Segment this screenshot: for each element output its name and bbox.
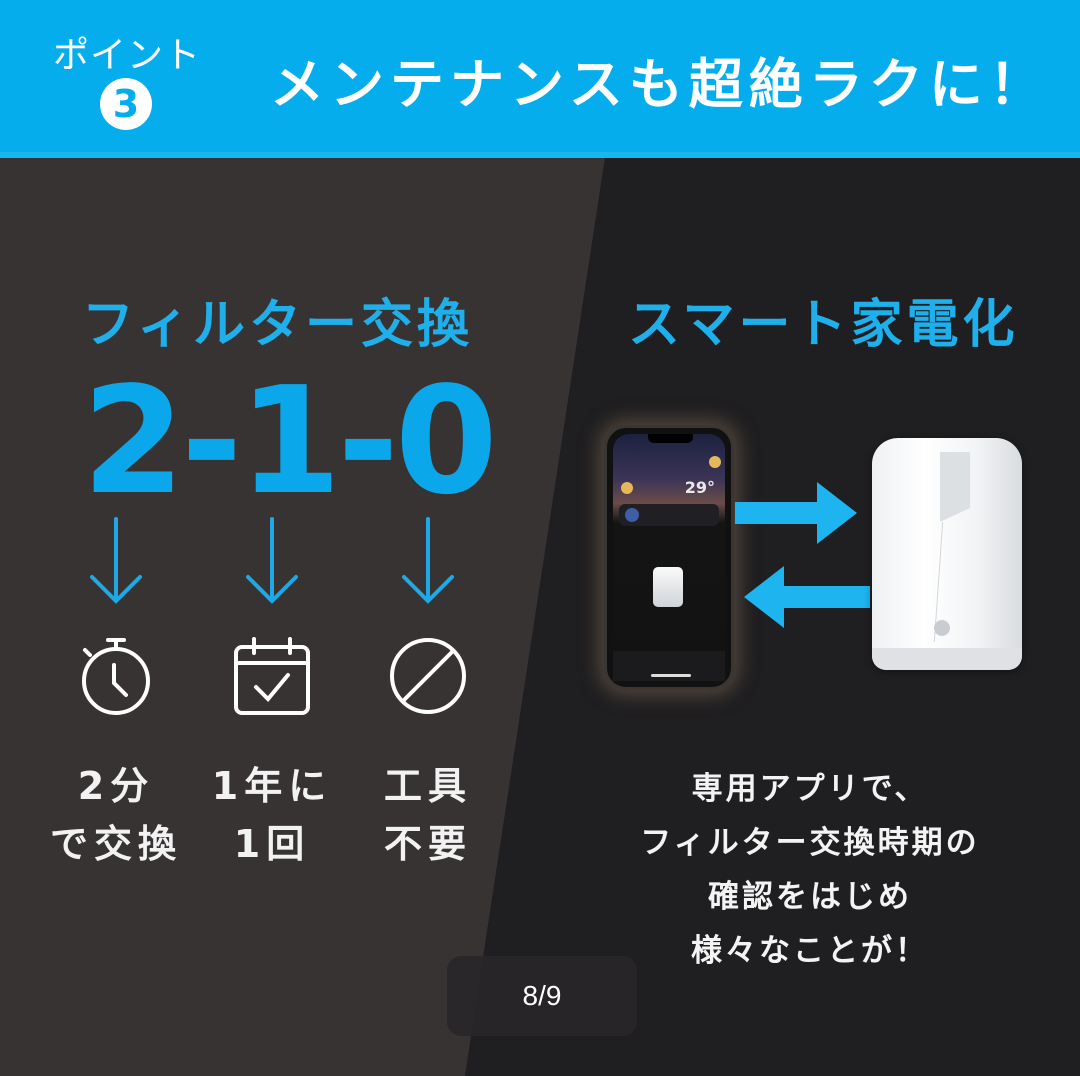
app-description: 専用アプリで、 フィルター交換時期の 確認をはじめ 様々なことが！ bbox=[640, 771, 980, 969]
app-tab-bar bbox=[613, 651, 725, 681]
arrow-right-icon bbox=[735, 482, 857, 544]
point-number-badge: 3 bbox=[100, 78, 152, 130]
air-purifier-image bbox=[872, 438, 1022, 670]
feature-text-2min: 2分 で交換 bbox=[49, 764, 182, 866]
phone-notch bbox=[648, 434, 693, 443]
app-notification-card bbox=[619, 504, 719, 526]
weather-sun-icon bbox=[621, 482, 633, 494]
smartphone-app-image: 29° bbox=[604, 425, 734, 690]
weather-sun-icon bbox=[709, 456, 721, 468]
image-pager-indicator: 8/9 bbox=[447, 956, 637, 1036]
home-indicator bbox=[651, 674, 691, 677]
arrow-down-icon bbox=[90, 517, 142, 604]
stopwatch-icon bbox=[82, 638, 150, 715]
feature-column-2min: 2分 で交換 bbox=[46, 515, 186, 873]
purifier-base bbox=[872, 648, 1022, 670]
app-screen: 29° bbox=[613, 434, 725, 681]
feature-column-no-tools: 工具 不要 bbox=[358, 515, 498, 873]
feature-text-no-tools: 工具 不要 bbox=[383, 764, 472, 866]
calendar-check-icon bbox=[234, 637, 310, 715]
temperature-readout: 29° bbox=[684, 478, 715, 497]
device-thumbnail bbox=[653, 567, 683, 607]
arrow-down-icon bbox=[246, 517, 298, 604]
header-banner: ポイント 3 メンテナンスも超絶ラクに！ bbox=[0, 0, 1080, 158]
headline: メンテナンスも超絶ラクに！ bbox=[270, 53, 1049, 116]
prohibited-icon bbox=[390, 638, 466, 714]
arrow-left-icon bbox=[744, 566, 870, 628]
filter-exchange-title: フィルター交換 bbox=[82, 295, 473, 355]
smart-appliance-title: スマート家電化 bbox=[628, 295, 1019, 355]
point-label: ポイント bbox=[52, 35, 201, 76]
notification-icon bbox=[625, 508, 639, 522]
feature-text-yearly: 1年に 1回 bbox=[211, 764, 333, 866]
purifier-control-panel bbox=[940, 452, 970, 522]
purifier-logo-icon bbox=[934, 620, 950, 636]
big-number-2-1-0: 2-1-0 bbox=[82, 355, 498, 527]
feature-column-yearly: 1年に 1回 bbox=[202, 515, 342, 873]
arrow-down-icon bbox=[402, 517, 454, 604]
